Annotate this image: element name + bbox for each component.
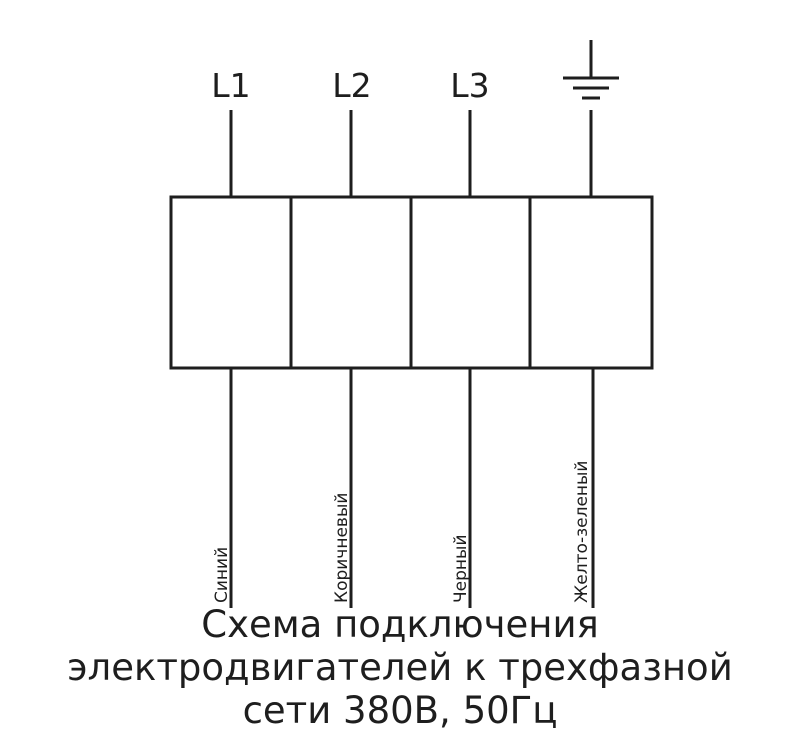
caption-line-3: сети 380В, 50Гц bbox=[242, 689, 558, 732]
motor-wires bbox=[229, 368, 595, 608]
caption-line-1: Схема подключения bbox=[201, 603, 599, 646]
caption-line-2: электродвигателей к трехфазной bbox=[67, 646, 733, 689]
wire-label-black: Черный bbox=[451, 535, 471, 604]
wire-label-blue: Синий bbox=[212, 547, 232, 603]
terminal-label-l1: L1 bbox=[211, 66, 250, 105]
diagram-caption: Схема подключения электродвигателей к тр… bbox=[0, 603, 800, 732]
terminal-label-l3: L3 bbox=[450, 66, 489, 105]
terminal-label-l2: L2 bbox=[332, 66, 371, 105]
wire-label-brown: Коричневый bbox=[332, 493, 352, 603]
terminal-block bbox=[169, 195, 654, 370]
ground-icon bbox=[563, 40, 619, 100]
wire-label-yellow-green: Желто-зеленый bbox=[572, 461, 592, 603]
supply-wires bbox=[229, 110, 593, 197]
